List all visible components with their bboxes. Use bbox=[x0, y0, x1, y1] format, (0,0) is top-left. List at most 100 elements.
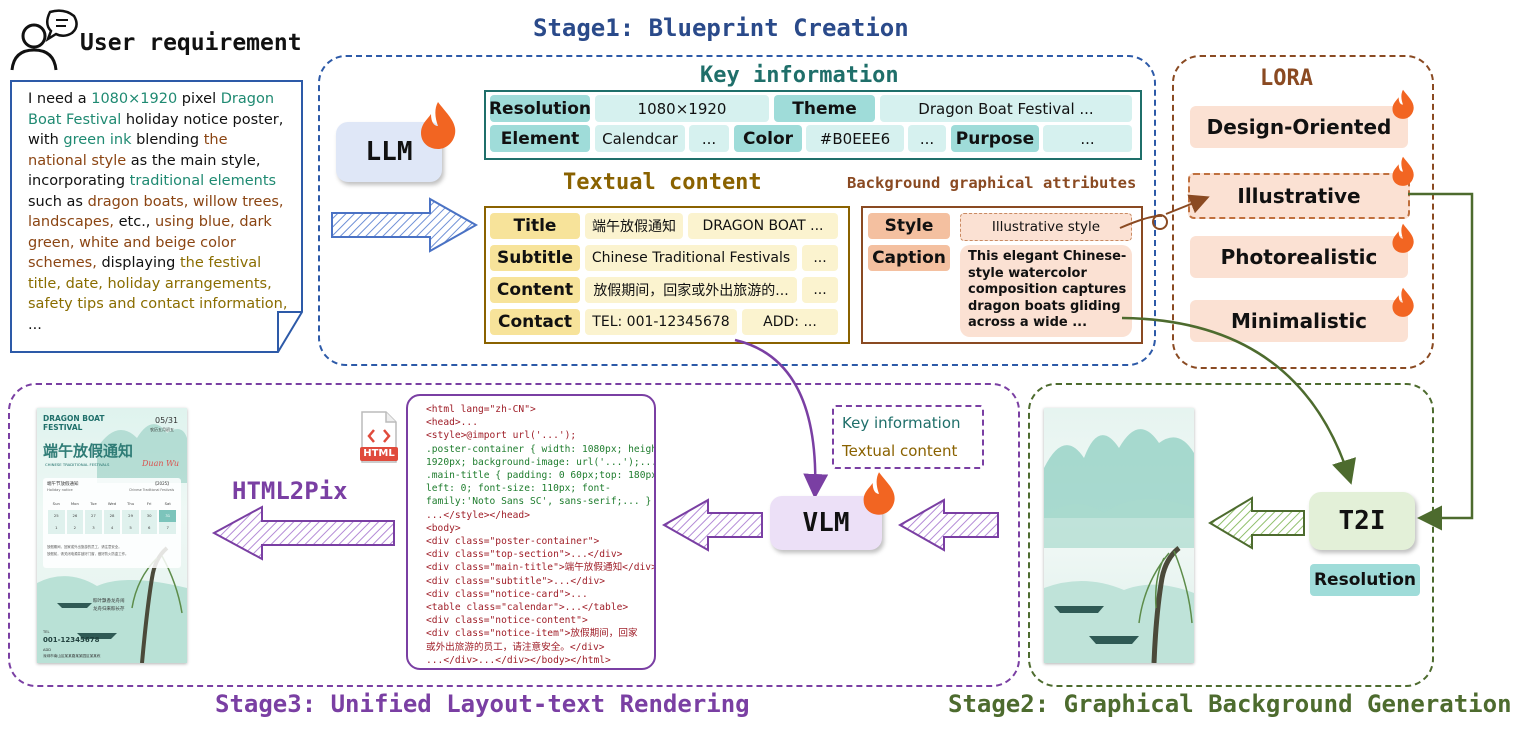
lora-design-oriented: Design-Oriented bbox=[1190, 106, 1408, 148]
subtitle-more: ... bbox=[802, 245, 838, 271]
contact-label: Contact bbox=[490, 309, 580, 335]
poster-title-1: DRAGON BOAT bbox=[43, 414, 105, 423]
calendar-cell: 25 bbox=[48, 510, 65, 522]
user-requirement-text: I need a 1080×1920 pixel Dragon Boat Fes… bbox=[28, 89, 290, 335]
color-more: ... bbox=[908, 125, 946, 152]
element-label: Element bbox=[490, 125, 590, 152]
title-value-cn: 端午放假通知 bbox=[585, 213, 683, 239]
theme-value: Dragon Boat Festival ... bbox=[880, 95, 1132, 122]
poster-card-year: 【2025】 bbox=[153, 481, 172, 486]
poster-card-sub: Holiday notice bbox=[47, 488, 73, 492]
flame-icon bbox=[1390, 286, 1416, 322]
html2pix-label: HTML2Pix bbox=[232, 477, 348, 505]
code-line: <div class="main-title">端午放假通知</div> bbox=[426, 562, 656, 574]
flame-icon bbox=[1390, 155, 1416, 191]
html-file-icon: HTML bbox=[358, 410, 400, 464]
calendar-cell: 30 bbox=[140, 510, 158, 522]
requirement-segment: displaying bbox=[96, 255, 180, 271]
poster-poem-1: 粽叶飘香龙舟闹 bbox=[93, 599, 125, 604]
calendar-cell: 5 bbox=[122, 522, 139, 534]
key-info-heading: Key information bbox=[700, 63, 899, 88]
vlm-box: VLM bbox=[770, 496, 882, 550]
requirement-segment: etc., bbox=[114, 214, 156, 230]
poster-card-title: 端午节放假通知 bbox=[47, 482, 79, 487]
content-more: ... bbox=[802, 277, 838, 303]
llm-label: LLM bbox=[365, 137, 413, 167]
theme-label: Theme bbox=[774, 95, 875, 122]
textual-heading: Textual content bbox=[563, 170, 762, 195]
user-icon bbox=[6, 6, 78, 72]
vlm-label: VLM bbox=[802, 508, 850, 538]
requirement-segment: using blue, dark green, white and beige … bbox=[28, 214, 272, 271]
requirement-segment: green ink bbox=[63, 132, 132, 148]
poster-date: 05/31 bbox=[155, 416, 179, 425]
code-line: <div class="top-section">...</div> bbox=[426, 549, 623, 561]
calendar-cell: Sun bbox=[52, 501, 60, 506]
code-line: <div class="notice-card">... bbox=[426, 588, 588, 600]
flame-icon bbox=[417, 100, 459, 154]
contact-add: ADD: ... bbox=[742, 309, 838, 335]
requirement-segment: 1080×1920 bbox=[91, 91, 178, 107]
element-more: ... bbox=[689, 125, 729, 152]
poster-poem-2: 龙舟归来粽长存 bbox=[93, 607, 125, 612]
calendar-cell: Mon bbox=[70, 501, 79, 506]
code-line: <table class="calendar">...</table> bbox=[426, 602, 629, 614]
poster-title-2: FESTIVAL bbox=[43, 423, 83, 432]
requirement-segment: Dragon Boat Festival bbox=[28, 91, 275, 128]
html-code-box: <html lang="zh-CN"><head>...<style>@impo… bbox=[406, 394, 656, 670]
requirement-segment: holiday notice poster, with bbox=[28, 111, 284, 149]
calendar-cell: 1 bbox=[48, 522, 65, 534]
calendar-cell: Wed bbox=[107, 501, 117, 506]
generated-background bbox=[1044, 408, 1194, 663]
stage3-box bbox=[8, 383, 1020, 687]
vlm-to-code-arrow bbox=[660, 497, 764, 557]
poster-notice-card: 端午节放假通知 Holiday notice 【2025】 Chinese Tr… bbox=[43, 478, 181, 568]
lora-illustrative: Illustrative bbox=[1188, 173, 1410, 219]
calendar-cell: 4 bbox=[103, 522, 121, 534]
user-requirement-card: I need a 1080×1920 pixel Dragon Boat Fes… bbox=[10, 80, 304, 355]
calendar-cell: 29 bbox=[122, 510, 139, 522]
code-line: 或外出旅游的员工，请注意安全。</div> bbox=[426, 641, 605, 653]
textual-box bbox=[484, 206, 850, 344]
color-label: Color bbox=[734, 125, 802, 152]
purpose-label: Purpose bbox=[951, 125, 1039, 152]
calendar-cell: Tue bbox=[90, 501, 97, 506]
flame-icon bbox=[860, 470, 898, 520]
contact-tel: TEL: 001-12345678 bbox=[585, 309, 737, 335]
calendar-cell: 6 bbox=[140, 522, 158, 534]
requirement-segment: the festival title, date, holiday arrang… bbox=[28, 255, 288, 312]
t2i-label: T2I bbox=[1338, 506, 1386, 536]
poster-main-title: 端午放假通知 bbox=[43, 442, 134, 460]
flame-icon bbox=[1390, 222, 1416, 258]
calendar-cell: 26 bbox=[66, 510, 84, 522]
code-line: <html lang="zh-CN"> bbox=[426, 404, 536, 415]
code-line: left: 0; font-size: 110px; font- bbox=[426, 483, 611, 495]
element-value: Calendcar bbox=[595, 125, 685, 152]
poster-subtitle: CHINESE TRADITIONAL FESTIVALS bbox=[45, 462, 110, 467]
code-line: .poster-container { width: 1080px; heigh… bbox=[426, 443, 656, 455]
background-box bbox=[861, 206, 1143, 344]
code-line: family:'Noto Sans SC', sans-serif;... } bbox=[426, 496, 652, 508]
html-code: <html lang="zh-CN"><head>...<style>@impo… bbox=[426, 403, 656, 667]
stage1-title: Stage1: Blueprint Creation bbox=[533, 14, 909, 42]
requirement-segment: such as bbox=[28, 193, 88, 210]
flame-icon bbox=[1390, 88, 1416, 124]
calendar-cell: 2 bbox=[66, 522, 84, 534]
user-heading: User requirement bbox=[80, 30, 302, 56]
t2i-resolution: Resolution bbox=[1310, 564, 1420, 596]
poster-card-year-sub: Chinese Traditional Festivals bbox=[129, 488, 175, 492]
code-line: ...</style></head> bbox=[426, 509, 530, 521]
requirement-segment: pixel bbox=[177, 91, 221, 107]
requirement-segment: I need a bbox=[28, 91, 92, 107]
poster-note-1: 放假期间，回家或外出旅游的员工，请注意安全。 bbox=[47, 545, 122, 549]
title-label: Title bbox=[490, 213, 580, 239]
background-heading: Background graphical attributes bbox=[847, 174, 1137, 192]
calendar-cell: 3 bbox=[85, 522, 102, 534]
calendar-cell: Fri bbox=[146, 501, 152, 506]
requirement-segment: traditional elements bbox=[129, 173, 277, 189]
code-line: <div class="notice-content"> bbox=[426, 615, 588, 627]
resolution-label: Resolution bbox=[489, 95, 591, 122]
lora-heading: LORA bbox=[1260, 66, 1313, 91]
t2i-box: T2I bbox=[1309, 492, 1415, 550]
